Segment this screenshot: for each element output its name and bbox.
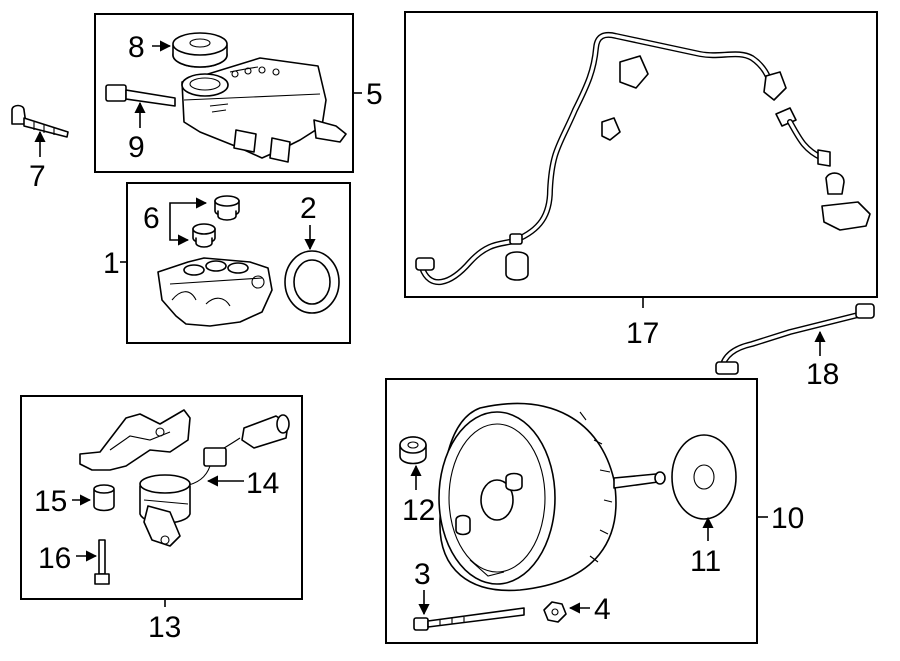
callout-16: 16 xyxy=(38,542,71,575)
callout-3: 3 xyxy=(414,558,431,591)
grommet-upper-part-6 xyxy=(214,195,240,221)
callout-12: 12 xyxy=(402,494,435,527)
vacuum-pump-group-box xyxy=(20,395,303,600)
reservoir-part-5 xyxy=(181,57,347,163)
callout-13: 13 xyxy=(148,611,181,644)
gasket-part-11 xyxy=(671,434,737,520)
pump-bracket xyxy=(79,409,191,471)
cap-part-15 xyxy=(93,484,115,512)
vacuum-sensor-part-14 xyxy=(183,414,290,487)
vacuum-line-part-18 xyxy=(715,303,875,375)
bushing-part-12 xyxy=(399,436,427,465)
callout-17: 17 xyxy=(626,317,659,350)
callout-10: 10 xyxy=(771,502,804,535)
nut-part-4 xyxy=(543,601,567,623)
callout-8: 8 xyxy=(128,31,145,64)
vacuum-hose-group-box xyxy=(404,11,878,298)
vacuum-hose-part-17 xyxy=(415,31,871,286)
callout-18: 18 xyxy=(806,358,839,391)
callout-5: 5 xyxy=(366,78,383,111)
master-cylinder-part-1 xyxy=(157,257,273,327)
brake-booster-group-box xyxy=(385,378,758,644)
callout-11: 11 xyxy=(690,545,721,578)
stud-bolt-part-3 xyxy=(413,607,525,631)
vacuum-pump-part-13 xyxy=(139,474,191,547)
callout-15: 15 xyxy=(34,485,67,518)
callout-14: 14 xyxy=(246,467,279,500)
level-sensor-part-9 xyxy=(105,84,176,107)
leader-6b xyxy=(169,218,190,246)
callout-9: 9 xyxy=(128,131,145,164)
master-cylinder-group-box xyxy=(126,182,351,344)
callout-7: 7 xyxy=(29,160,46,193)
callout-2: 2 xyxy=(300,192,317,225)
brake-booster-part-10 xyxy=(438,402,666,592)
bleeder-screw-part-7 xyxy=(11,104,69,138)
leader-6a xyxy=(169,197,208,218)
bolt-part-16 xyxy=(94,539,110,585)
callout-1: 1 xyxy=(103,247,120,280)
grommet-lower-part-6 xyxy=(192,223,216,248)
callout-4: 4 xyxy=(594,593,611,626)
seal-ring-part-2 xyxy=(284,250,340,314)
reservoir-cap-part-8 xyxy=(172,32,228,68)
callout-6: 6 xyxy=(143,202,160,235)
